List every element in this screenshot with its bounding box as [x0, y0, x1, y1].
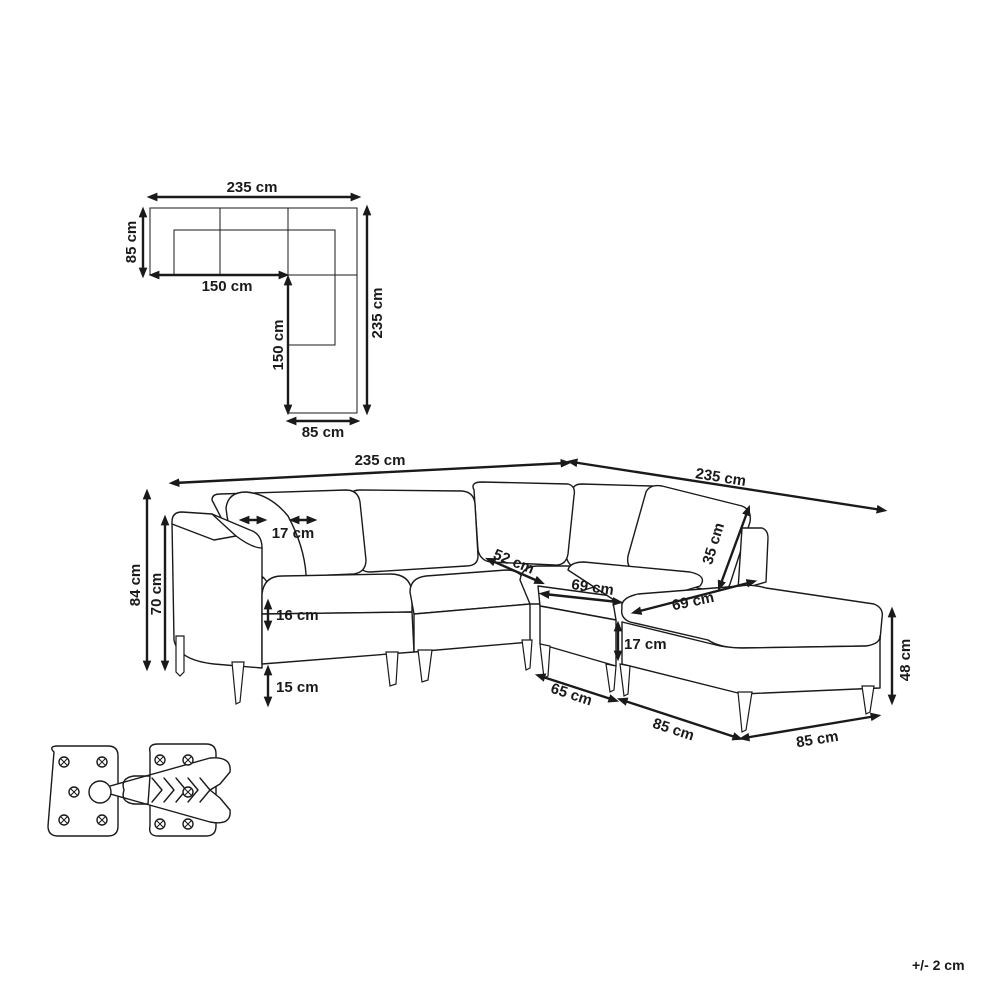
back-cushion-corner [472, 481, 576, 566]
label-seat-depth-a: 69 cm [570, 576, 614, 599]
dim-corner-depth [485, 557, 545, 585]
dim-module-b [616, 697, 744, 741]
back-cushion-middle [349, 489, 479, 573]
leg [417, 649, 433, 683]
label-top-inner-height: 150 cm [270, 320, 287, 371]
label-ottoman-cushion: 17 cm [624, 636, 667, 653]
leg [231, 661, 245, 705]
label-ottoman-height: 48 cm [897, 639, 914, 682]
label-module-b: 85 cm [651, 715, 697, 744]
left-armrest [171, 511, 263, 669]
dim-sofa-total-right [566, 458, 888, 514]
dim-module-a [534, 673, 620, 703]
top-view-plan [149, 207, 358, 414]
leg [175, 635, 185, 677]
dim-back-cushion-height [717, 504, 751, 592]
leg [385, 651, 399, 687]
leg [521, 639, 533, 671]
label-sofa-total-left: 235 cm [355, 452, 406, 469]
label-cushion-thickness: 17 cm [272, 525, 315, 542]
leg [605, 663, 617, 693]
label-module-c: 85 cm [795, 728, 840, 751]
dim-module-c [738, 712, 882, 742]
label-seat-cushion: 16 cm [276, 607, 319, 624]
leg [861, 685, 875, 715]
label-height-total: 84 cm [127, 564, 144, 607]
label-top-depth-left: 85 cm [123, 221, 140, 264]
label-top-inner-width: 150 cm [202, 278, 253, 295]
connector-hole [88, 780, 112, 804]
label-top-width: 235 cm [227, 179, 278, 196]
dim-sofa-total-left [168, 458, 572, 488]
label-top-height-right: 235 cm [369, 288, 386, 339]
label-top-depth-bottom: 85 cm [302, 424, 345, 441]
connector-plate-left [47, 745, 119, 837]
label-height-arm: 70 cm [148, 573, 165, 616]
right-armrest [737, 527, 769, 591]
connector-detail-drawing [47, 743, 231, 837]
leg [619, 663, 631, 697]
label-module-a: 65 cm [549, 680, 595, 709]
dim-seat-depth-b [630, 579, 758, 615]
tolerance-note: +/- 2 cm [912, 957, 965, 973]
leg [539, 643, 551, 679]
dim-seat-depth-a [538, 590, 624, 606]
label-leg-height: 15 cm [276, 679, 319, 696]
leg [737, 691, 753, 733]
ottoman-base [621, 621, 881, 695]
